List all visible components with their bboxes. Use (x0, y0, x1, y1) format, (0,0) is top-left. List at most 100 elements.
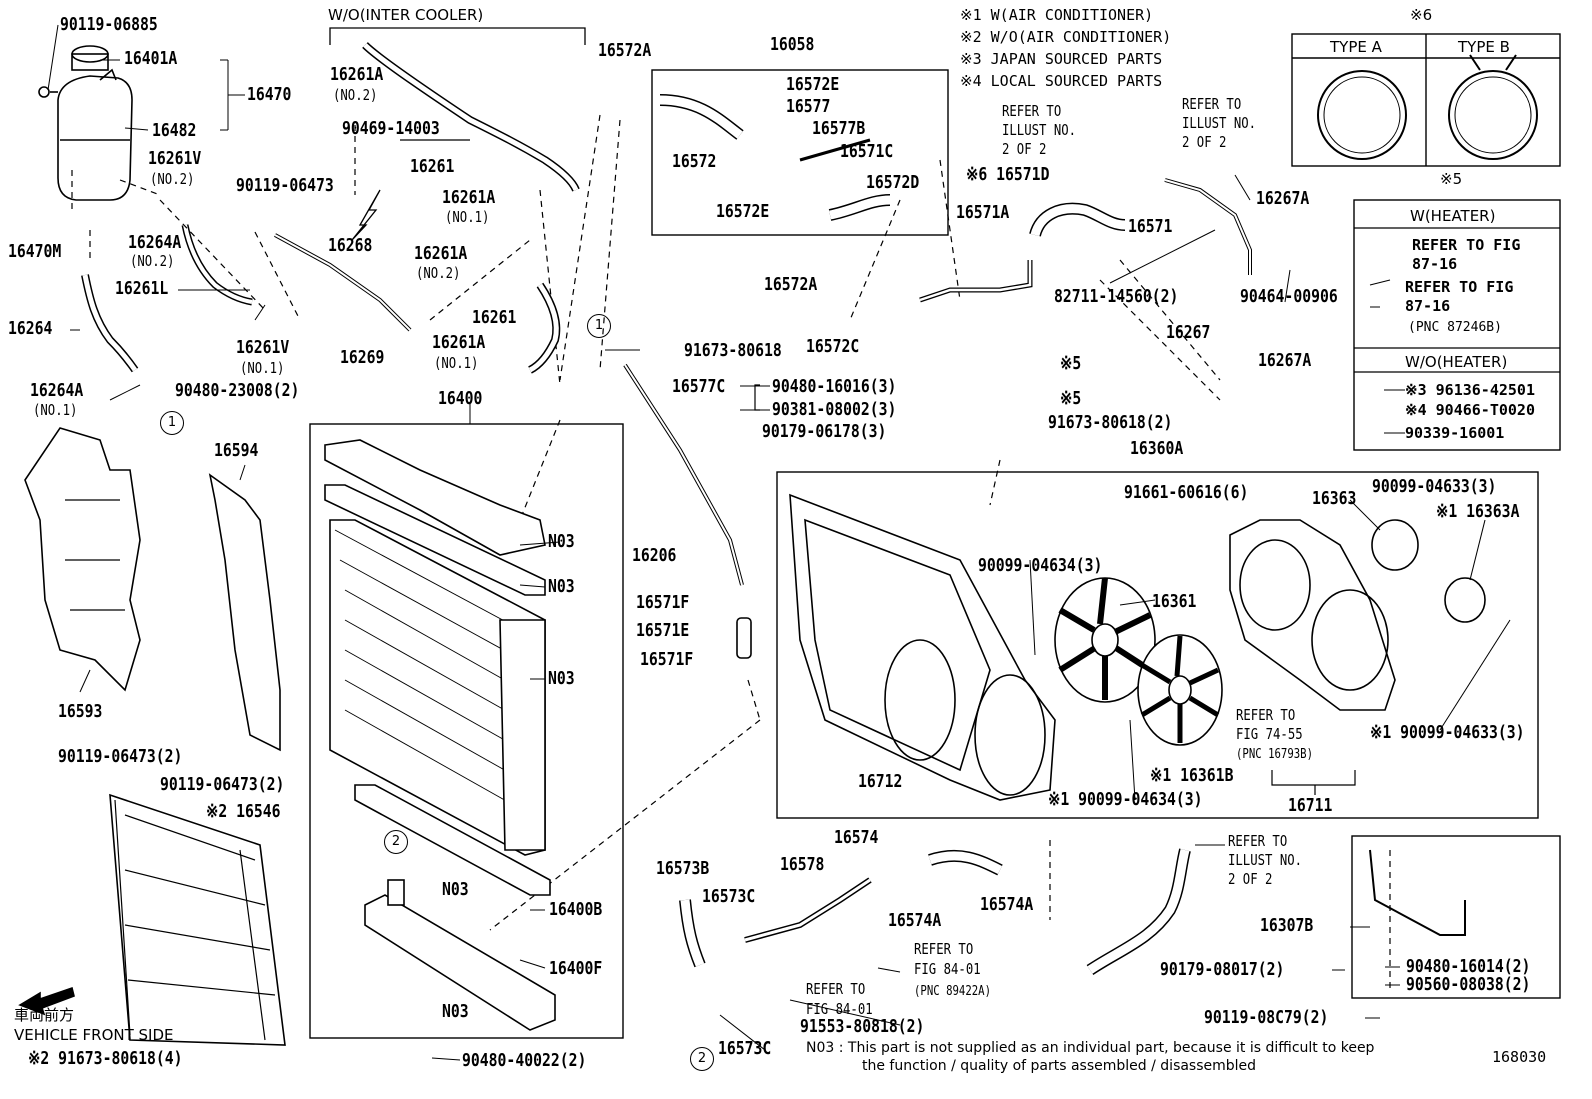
part-label: 90480-16016(3) (772, 376, 897, 397)
part-label: 16577B (812, 118, 866, 139)
part-label: 16400B (549, 899, 603, 920)
part-label: (NO.2) (416, 264, 461, 282)
part-label: 16712 (858, 771, 903, 792)
part-label: 16470 (247, 84, 292, 105)
part-label: 16577C (672, 376, 726, 397)
part-label: 90099-04634(3) (978, 555, 1103, 576)
part-label: 16482 (152, 120, 197, 141)
part-label: 90119-06473(2) (160, 774, 285, 795)
type-b-label: TYPE B (1458, 38, 1510, 56)
part-label: 16572E (786, 74, 840, 95)
part-label: 91661-60616(6) (1124, 482, 1249, 503)
part-label: 16361 (1152, 591, 1197, 612)
part-label: 16571C (840, 141, 894, 162)
legend-item-2: ※2 W/O(AIR CONDITIONER) (960, 28, 1172, 46)
part-label: 16261A (442, 187, 496, 208)
part-label: 16578 (780, 854, 825, 875)
part-label: REFER TO (1182, 95, 1242, 113)
part-label: 90119-06885 (60, 14, 158, 35)
part-label: 16267A (1258, 350, 1312, 371)
part-label: 16574 (834, 827, 879, 848)
part-label: ※2 91673-80618(4) (28, 1048, 183, 1069)
part-label: 90099-04633(3) (1372, 476, 1497, 497)
part-label: 16577 (786, 96, 831, 117)
part-label: FIG 84-01 (914, 960, 981, 978)
part-label: 90469-14003 (342, 118, 440, 139)
part-label: 16574A (888, 910, 942, 931)
part-label: FIG 84-01 (806, 1000, 873, 1018)
part-label: 2 OF 2 (1002, 140, 1047, 158)
part-label: FIG 74-55 (1236, 725, 1303, 743)
part-label: 16574A (980, 894, 1034, 915)
part-label: 16307B (1260, 915, 1314, 936)
part-label: (NO.1) (33, 401, 78, 419)
part-label: ※1 16361B (1150, 765, 1234, 786)
part-label: 16572E (716, 201, 770, 222)
part-label: (NO.1) (445, 208, 490, 226)
type-box-mark: ※6 (1410, 6, 1433, 24)
part-label: 16401A (124, 48, 178, 69)
legend-item-3: ※3 JAPAN SOURCED PARTS (960, 50, 1163, 68)
part-label: REFER TO (1228, 832, 1288, 850)
part-label: 91553-80818(2) (800, 1016, 925, 1037)
part-label: 90464-00906 (1240, 286, 1338, 307)
radiator-title: 16400 (438, 388, 483, 409)
part-label: 16261A (432, 332, 486, 353)
part-label: 16572C (806, 336, 860, 357)
part-label: N03 (548, 576, 575, 597)
part-label: 90560-08038(2) (1406, 974, 1531, 995)
part-label: 16261V (236, 337, 290, 358)
part-label: 16264 (8, 318, 53, 339)
callout-2-radiator: 2 (384, 830, 408, 854)
part-label: 90480-23008(2) (175, 380, 300, 401)
part-label: ※2 16546 (206, 801, 281, 822)
part-label: 16267A (1256, 188, 1310, 209)
heater-refer-1: REFER TO FIG 87-16 (1412, 236, 1521, 273)
part-label: 16593 (58, 701, 103, 722)
wo-heater-label: W/O(HEATER) (1405, 353, 1508, 371)
part-label: 90119-06473 (236, 175, 334, 196)
callout-1-left: 1 (160, 411, 184, 435)
type-a-label: TYPE A (1330, 38, 1382, 56)
w-heater-label: W(HEATER) (1410, 207, 1496, 225)
part-label: (NO.1) (434, 354, 479, 372)
part-label: 16261V (148, 148, 202, 169)
part-label: (NO.2) (150, 170, 195, 188)
part-label: ※6 16571D (966, 164, 1050, 185)
part-label: 16261A (414, 243, 468, 264)
part-label: 16261L (115, 278, 169, 299)
part-label: 16594 (214, 440, 259, 461)
fan-group-title: 16360A (1130, 438, 1184, 459)
heater-box-mark: ※5 (1440, 170, 1463, 188)
part-label: 82711-14560(2) (1054, 286, 1179, 307)
part-label: 16572D (866, 172, 920, 193)
heater-refer-2-pnc: (PNC 87246B) (1408, 320, 1502, 335)
part-label: REFER TO (1002, 102, 1062, 120)
part-label: ※1 90099-04633(3) (1370, 722, 1525, 743)
part-label: 16572A (764, 274, 818, 295)
part-label: 16571F (640, 649, 694, 670)
part-label: 16267 (1166, 322, 1211, 343)
part-label: 16268 (328, 235, 373, 256)
part-label: (NO.2) (130, 252, 175, 270)
heater-part-2: ※4 90466-T0020 (1405, 401, 1535, 419)
part-label: 91673-80618 (684, 340, 782, 361)
fan-16361B-drawing (1137, 634, 1223, 746)
callout-2-bottom: 2 (690, 1047, 714, 1071)
part-label: 90119-08C79(2) (1204, 1007, 1329, 1028)
part-label: (PNC 16793B) (1236, 747, 1314, 762)
part-label: N03 (442, 1001, 469, 1022)
part-label: (NO.1) (240, 359, 285, 377)
vehicle-front-jp: 車両前方 (14, 1006, 75, 1024)
footnote-line-2: the function / quality of parts assemble… (862, 1058, 1257, 1074)
part-label: (PNC 89422A) (914, 984, 992, 999)
reservoir-tank-drawing (38, 45, 133, 201)
part-label: ILLUST NO. (1182, 114, 1257, 132)
part-label: 90179-06178(3) (762, 421, 887, 442)
part-label: 16711 (1288, 795, 1333, 816)
part-label: 90119-06473(2) (58, 746, 183, 767)
part-label: 2 OF 2 (1228, 870, 1273, 888)
fan-16361-drawing (1054, 577, 1156, 703)
part-label: 16571A (956, 202, 1010, 223)
